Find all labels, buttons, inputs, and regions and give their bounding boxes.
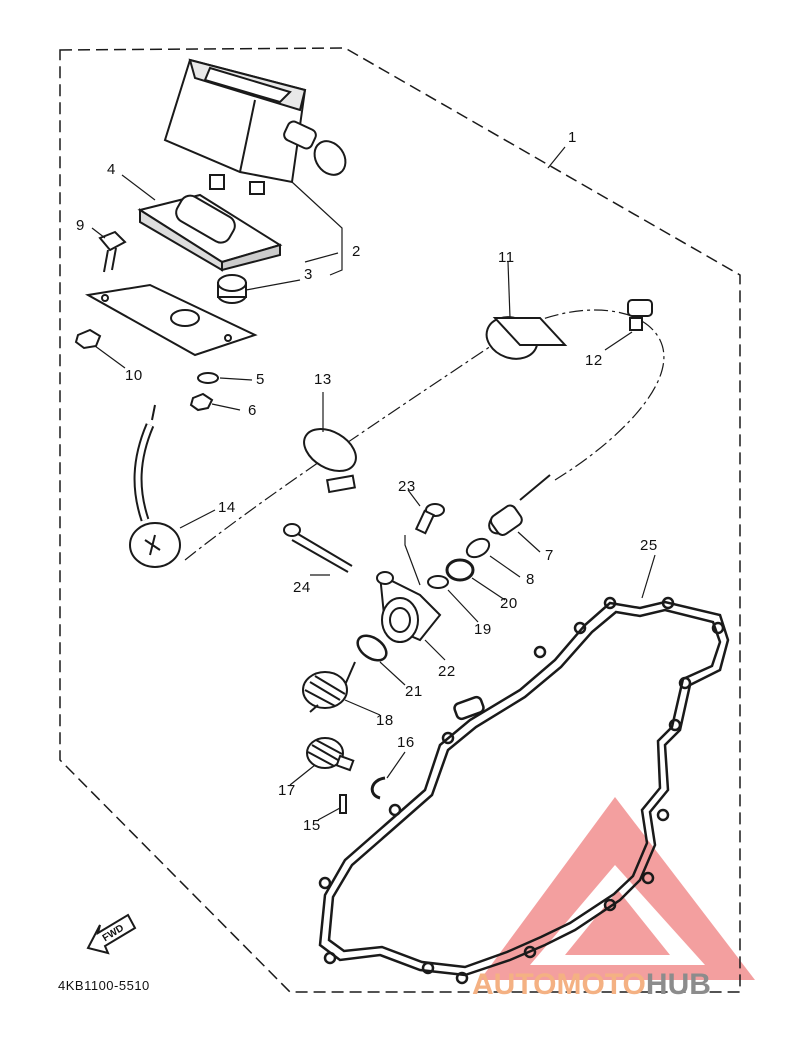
callout-20: 20 [500, 595, 518, 612]
speedometer-cable [129, 309, 665, 568]
o-ring-21 [356, 634, 388, 662]
meter-bracket [137, 193, 283, 272]
callout-10: 10 [125, 367, 143, 384]
callout-23: 23 [398, 478, 416, 495]
crankcase-gasket [318, 596, 730, 985]
bolt-9 [98, 230, 127, 273]
bolt-24 [283, 523, 353, 573]
document-reference: 4KB1100-5510 [58, 978, 150, 993]
callout-15: 15 [303, 817, 321, 834]
driven-gear-17 [306, 737, 355, 772]
watermark-part2: HUB [645, 968, 711, 1001]
clip-12 [627, 299, 653, 331]
callout-14: 14 [218, 499, 236, 516]
callout-3: 3 [304, 266, 313, 283]
callout-22: 22 [438, 663, 456, 680]
callout-17: 17 [278, 782, 296, 799]
callout-1: 1 [568, 129, 577, 146]
o-ring-8 [465, 537, 491, 559]
screw-23 [414, 503, 445, 535]
callout-7: 7 [545, 547, 554, 564]
fwd-arrow-icon [86, 913, 137, 955]
drive-gear-18 [302, 661, 356, 713]
callout-13: 13 [314, 371, 332, 388]
meter-plate [85, 283, 258, 357]
watermark-logo [480, 797, 755, 980]
seal-20 [445, 558, 475, 582]
leader-lines [91, 146, 656, 821]
nut-10 [74, 328, 102, 350]
pin-15 [339, 794, 347, 814]
grommet [217, 274, 247, 304]
callout-5: 5 [256, 371, 265, 388]
washer-5 [197, 372, 219, 384]
callout-9: 9 [76, 217, 85, 234]
callout-11: 11 [498, 249, 515, 266]
callout-21: 21 [405, 683, 423, 700]
circlip-16 [370, 776, 386, 800]
watermark-part1: AUTOMOTO [472, 968, 646, 1001]
washer-19 [427, 575, 449, 589]
nut-6 [189, 392, 214, 412]
callout-16: 16 [397, 734, 415, 751]
callout-8: 8 [526, 571, 535, 588]
gear-housing [376, 571, 442, 643]
clamp-13 [303, 428, 357, 494]
callout-12: 12 [585, 352, 603, 369]
callout-4: 4 [107, 161, 116, 178]
assembly-outline [59, 47, 741, 993]
speedometer-unit [163, 58, 347, 195]
callout-6: 6 [248, 402, 257, 419]
callout-2: 2 [352, 243, 361, 260]
callout-19: 19 [474, 621, 492, 638]
callout-18: 18 [376, 712, 394, 729]
clamp-11 [485, 316, 568, 360]
callout-25: 25 [640, 537, 658, 554]
watermark-text: AUTOMOTOHUB [472, 968, 711, 1002]
callout-24: 24 [293, 579, 311, 596]
sleeve-7 [488, 474, 551, 536]
